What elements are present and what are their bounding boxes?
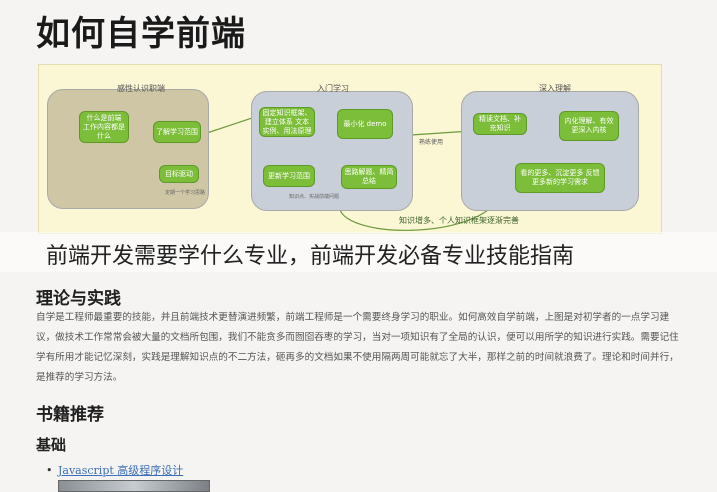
- node-min-demo: 最小化 demo: [337, 109, 393, 139]
- edge-label-bottom: 知识增多、个人知识框架逐渐完善: [399, 216, 519, 225]
- group-title-perception: 感性认识职端: [117, 84, 165, 93]
- section-title-books: 书籍推荐: [36, 405, 104, 425]
- group-title-intro: 入门学习: [317, 84, 349, 93]
- section-title-theory-practice: 理论与实践: [36, 289, 121, 309]
- learning-flow-diagram: 感性认识职端 什么是前端 工作内容都是什么 了解学习范围 目标驱动 定期一个学习…: [38, 64, 662, 234]
- bullet-icon: •: [46, 464, 53, 477]
- node-internalize: 内化理解、有效更深入内核: [559, 111, 619, 141]
- subsection-title-basics: 基础: [36, 436, 67, 454]
- node-read-docs: 精读文档、补充知识: [473, 113, 527, 135]
- edge-label-mid: 熟练使用: [419, 139, 444, 146]
- node-goal-driven: 目标驱动: [159, 165, 199, 183]
- note-g1: 定期一个学习思路: [165, 190, 206, 196]
- page-title: 如何自学前端: [36, 14, 246, 54]
- book-cover-thumbnail: [58, 480, 210, 492]
- group-deep-understanding: [461, 91, 639, 211]
- group-title-deep: 深入理解: [539, 84, 571, 93]
- node-what-is-frontend: 什么是前端 工作内容都是什么: [79, 111, 129, 143]
- caption-overlay-band: [0, 232, 717, 272]
- note-g2: 知识点、实战前端问题: [289, 194, 340, 200]
- overlay-caption: 前端开发需要学什么专业，前端开发必备专业技能指南: [46, 244, 575, 269]
- node-learning-scope: 了解学习范围: [153, 121, 201, 143]
- node-solve-summary: 思路解题、精简总结: [341, 165, 397, 189]
- group-perception: [47, 89, 209, 209]
- node-feedback: 看的更多、沉淀更多 反馈更多新的学习需求: [515, 163, 605, 193]
- node-knowledge-framework: 固定知识框架、建立体系 文本实例、用法原理: [259, 107, 315, 137]
- book-link[interactable]: Javascript 高级程序设计: [58, 464, 184, 477]
- node-update-scope: 更新学习范围: [263, 165, 315, 187]
- section-body-theory-practice: 自学是工程师最重要的技能，并且前端技术更替演进频繁，前端工程师是一个需要终身学习…: [36, 312, 679, 383]
- book-list-item: • Javascript 高级程序设计: [46, 462, 183, 478]
